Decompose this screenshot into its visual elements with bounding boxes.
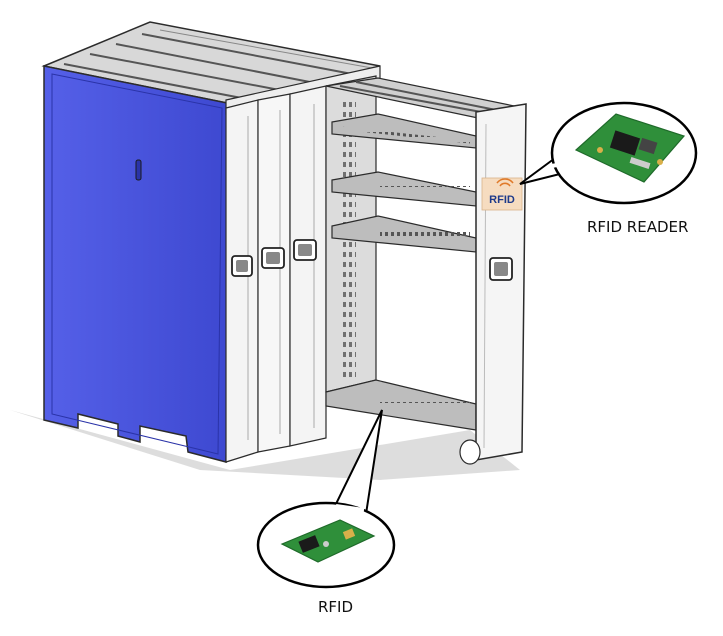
handle-icon <box>489 257 513 281</box>
rfid-reader-caption: RFID READER <box>587 218 689 236</box>
cabinet-side-panel <box>43 65 233 463</box>
rfid-tag-board <box>280 519 376 563</box>
reader-callout <box>519 101 698 205</box>
cabinet-front-frame <box>225 65 381 463</box>
rfid-logo-text: RFID <box>489 194 515 206</box>
tag-callout <box>256 409 396 589</box>
pullout-drawer: RFID <box>325 75 527 465</box>
rfid-logo: RFID <box>481 177 523 211</box>
drawer-front-panel <box>475 103 527 461</box>
side-slot <box>135 159 142 181</box>
rfid-reader-board <box>574 113 686 183</box>
handle-icon <box>231 239 317 277</box>
drawer-shelf <box>325 379 477 431</box>
wifi-icon <box>496 178 514 187</box>
rfid-tag-caption: RFID <box>318 598 354 616</box>
floor-shadow <box>10 410 520 480</box>
